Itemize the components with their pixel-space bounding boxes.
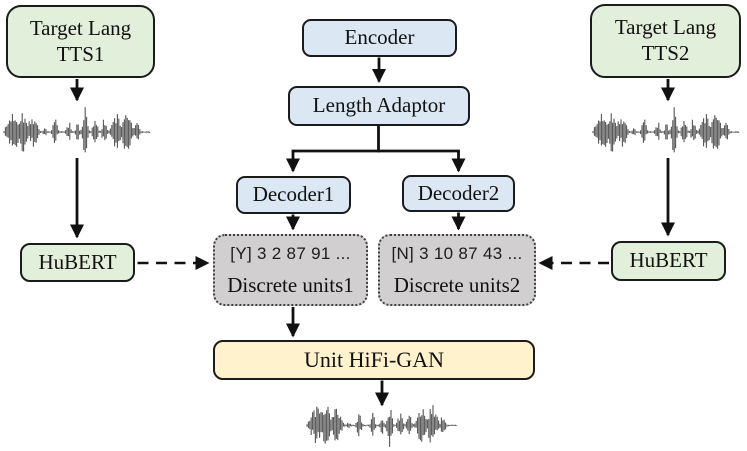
node-target-lang-tts2: Target Lang TTS2 [590, 4, 741, 78]
units1-label: Discrete units1 [227, 273, 354, 298]
node-discrete-units2: [N] 3 10 87 43 ... Discrete units2 [378, 234, 536, 306]
waveform-tts1-audio [3, 104, 152, 158]
node-target-lang-tts1: Target Lang TTS1 [6, 5, 155, 78]
units2-label: Discrete units2 [393, 273, 521, 298]
node-hubert-right: HuBERT [611, 241, 726, 281]
waveform-output-audio [306, 398, 458, 451]
units2-sequence: [N] 3 10 87 43 ... [391, 244, 523, 263]
node-decoder2: Decoder2 [402, 175, 515, 212]
node-encoder: Encoder [302, 19, 457, 57]
units1-sequence: [Y] 3 2 87 91 ... [230, 244, 351, 263]
node-decoder1: Decoder1 [236, 176, 351, 214]
node-unit-hifi-gan: Unit HiFi-GAN [213, 340, 535, 380]
waveform-tts2-audio [592, 104, 741, 158]
node-length-adaptor: Length Adaptor [288, 86, 470, 126]
node-hubert-left: HuBERT [20, 243, 135, 282]
node-discrete-units1: [Y] 3 2 87 91 ... Discrete units1 [213, 234, 368, 306]
